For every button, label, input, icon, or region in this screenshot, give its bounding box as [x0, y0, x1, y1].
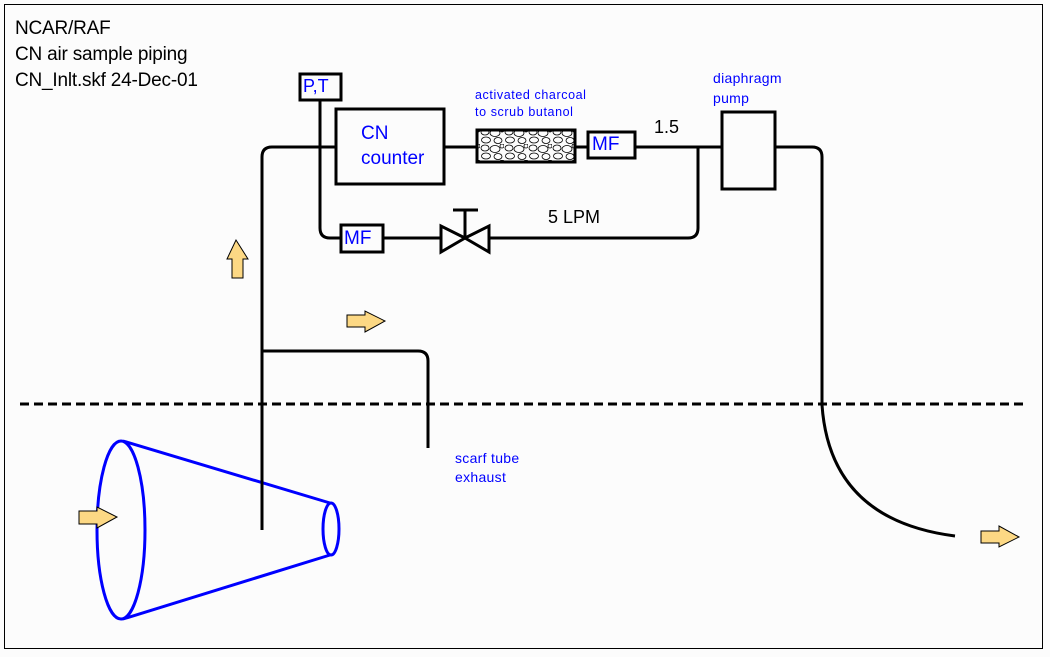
- flow-arrow-right-icon: [346, 310, 387, 333]
- pump-label-2: pump: [713, 90, 750, 106]
- pt-sensor-label: P,T: [303, 76, 329, 96]
- flow-rate-bypass: 5 LPM: [548, 207, 601, 227]
- file-info: CN_Inlt.skf 24-Dec-01: [15, 70, 198, 91]
- inlet-cone: [95, 439, 341, 621]
- sample-pipe-main: [260, 145, 336, 530]
- pipe-pump-exhaust: [775, 145, 956, 538]
- diaphragm-pump-box: [720, 110, 777, 191]
- pipe-pt-bypass: [318, 100, 340, 240]
- exhaust-label-2: exhaust: [455, 469, 507, 485]
- cn-counter-label-2: counter: [361, 148, 425, 169]
- mass-flow-upper-box: [586, 130, 637, 160]
- scarf-tube-pipe: [262, 349, 430, 448]
- mass-flow-lower-box: [339, 223, 385, 254]
- charcoal-filter: [475, 128, 577, 164]
- mass-flow-lower-label: MF: [344, 228, 372, 249]
- diagram-title: CN air sample piping: [15, 44, 188, 65]
- charcoal-label-1: activated charcoal: [475, 88, 587, 102]
- pt-sensor-box: [298, 72, 343, 102]
- flow-rate-main: 1.5: [654, 117, 680, 137]
- flow-arrow-up-icon: [226, 238, 249, 279]
- exhaust-label-1: scarf tube: [455, 450, 520, 466]
- valve-icon[interactable]: [439, 208, 491, 255]
- cn-counter-box: [334, 107, 446, 186]
- exhaust-arrow-right-icon: [980, 525, 1021, 548]
- diagram-frame: [4, 4, 1043, 649]
- mass-flow-upper-label: MF: [592, 134, 620, 155]
- pump-label-1: diaphragm: [713, 70, 782, 86]
- org-title: NCAR/RAF: [15, 18, 111, 39]
- cn-counter-label-1: CN: [361, 123, 389, 144]
- charcoal-label-2: to scrub butanol: [475, 105, 574, 119]
- inlet-arrow-right-icon: [78, 506, 119, 529]
- pipe-valve-to-junction: [489, 147, 700, 240]
